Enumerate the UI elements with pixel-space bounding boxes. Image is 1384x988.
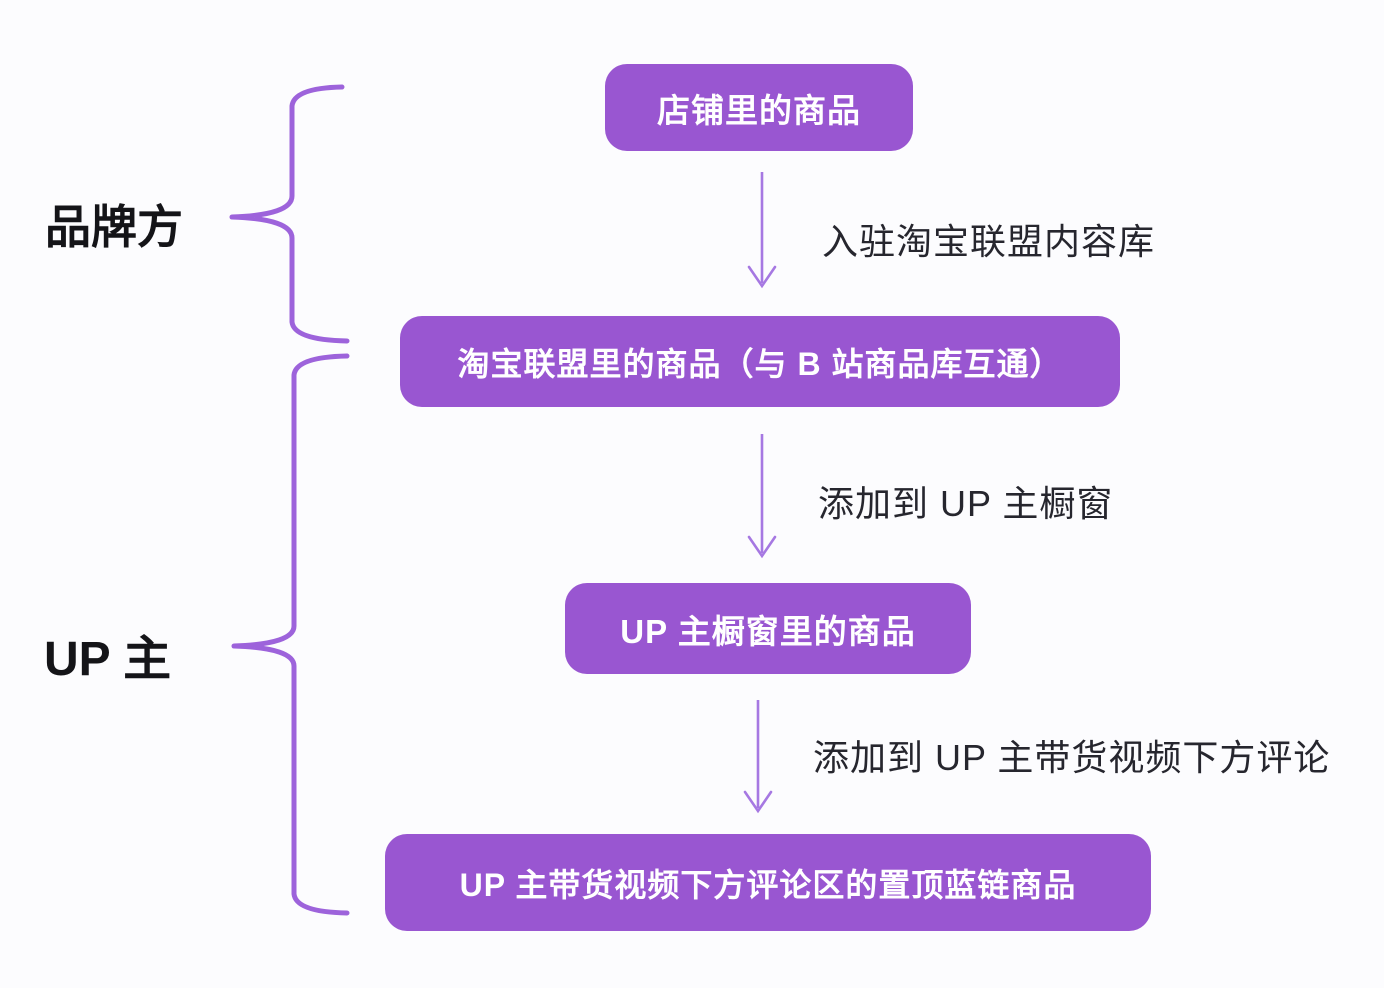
group-label-uploader: UP 主: [44, 633, 172, 686]
group-label-brand: 品牌方: [45, 201, 183, 253]
edge-label-add-to-video-comment: 添加到 UP 主带货视频下方评论: [813, 737, 1331, 778]
down-arrow-icon: [743, 700, 773, 814]
uploader-group-brace-icon: [231, 353, 350, 916]
edge-label-add-to-showcase: 添加到 UP 主橱窗: [818, 483, 1114, 524]
node-taobao-alliance-products: 淘宝联盟里的商品（与 B 站商品库互通）: [400, 316, 1120, 407]
node-up-showcase-products: UP 主橱窗里的商品: [565, 583, 971, 674]
brand-group-brace-icon: [229, 84, 350, 344]
node-shop-products: 店铺里的商品: [605, 64, 913, 151]
node-pinned-blue-link-products: UP 主带货视频下方评论区的置顶蓝链商品: [385, 834, 1151, 931]
down-arrow-icon: [747, 434, 777, 559]
edge-label-join-alliance: 入驻淘宝联盟内容库: [822, 221, 1156, 262]
down-arrow-icon: [747, 172, 777, 289]
